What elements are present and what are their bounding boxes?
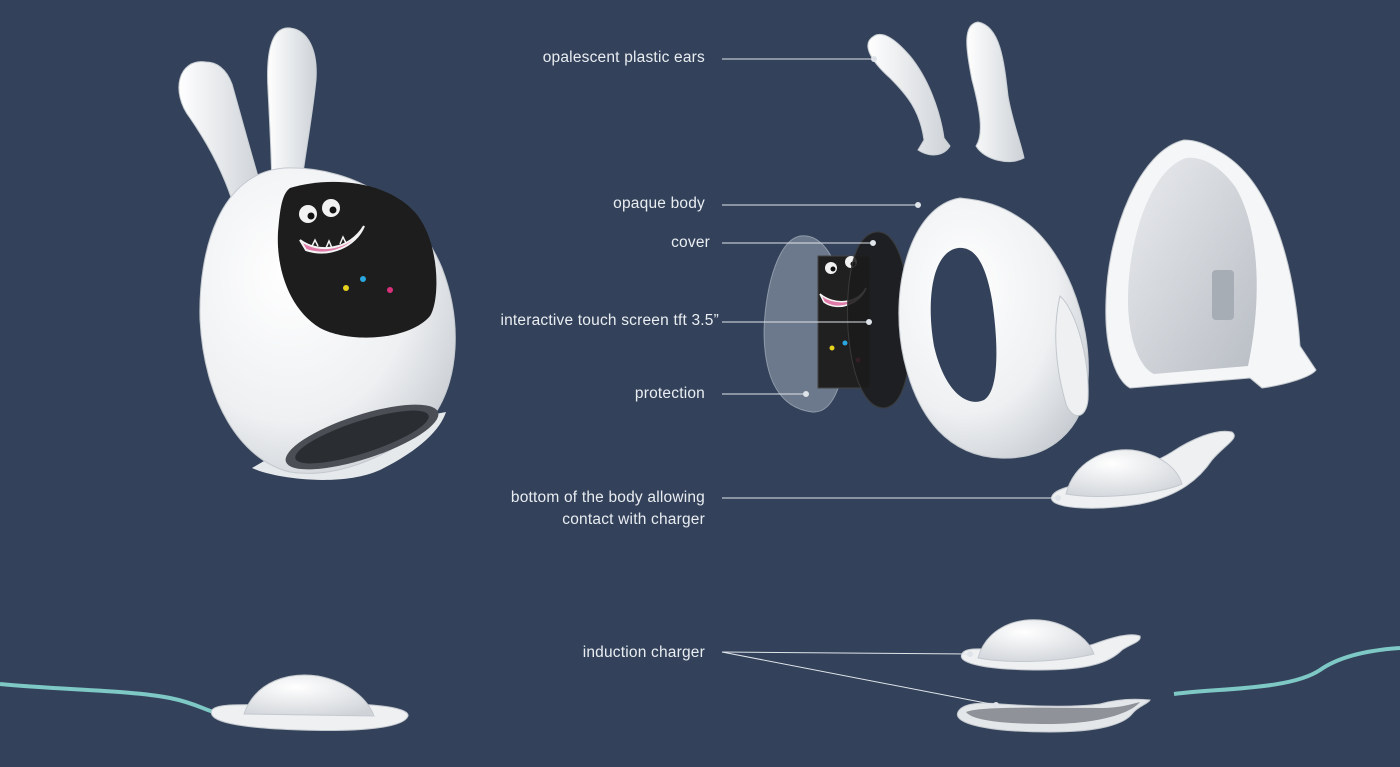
label-charger: induction charger (582, 644, 705, 661)
exploded-ears (867, 21, 1025, 162)
label-bottom-line2: contact with charger (562, 511, 705, 528)
assembled-robot (178, 27, 456, 480)
charger-left (0, 674, 409, 731)
screen-opening (930, 247, 997, 402)
charger-dome-left (243, 674, 375, 717)
leader-charger-b (721, 651, 997, 706)
exploded-ear-1 (867, 34, 951, 156)
charger-exploded-top (960, 619, 1141, 671)
label-protection: protection (634, 385, 705, 402)
label-body: opaque body (613, 195, 705, 212)
leader-charger-a (721, 651, 971, 655)
mouth (299, 225, 365, 254)
dot-magenta (387, 287, 393, 293)
charger-cable-left (0, 682, 215, 714)
opaque-body (898, 197, 1089, 459)
leader-lines (721, 56, 1061, 708)
eyes (299, 199, 340, 223)
body-side-nub (1055, 295, 1089, 416)
back-shell (1105, 139, 1317, 389)
exploded-ear-2 (966, 21, 1025, 162)
label-ears: opalescent plastic ears (542, 49, 705, 66)
body-bottom-dome (1065, 449, 1183, 497)
label-cover: cover (671, 234, 710, 251)
charger-exploded-dome-top (977, 619, 1095, 662)
dot-yellow (343, 285, 349, 291)
label-bottom: bottom of the body allowing contact with… (511, 487, 705, 531)
face-screen (277, 181, 437, 338)
body-bottom (1051, 430, 1235, 509)
dot-cyan (360, 276, 366, 282)
charger-cable-right (1173, 646, 1400, 696)
charger-exploded-bottom (956, 646, 1400, 733)
label-screen: interactive touch screen tft 3.5” (500, 312, 719, 329)
label-bottom-line1: bottom of the body allowing (510, 489, 705, 506)
